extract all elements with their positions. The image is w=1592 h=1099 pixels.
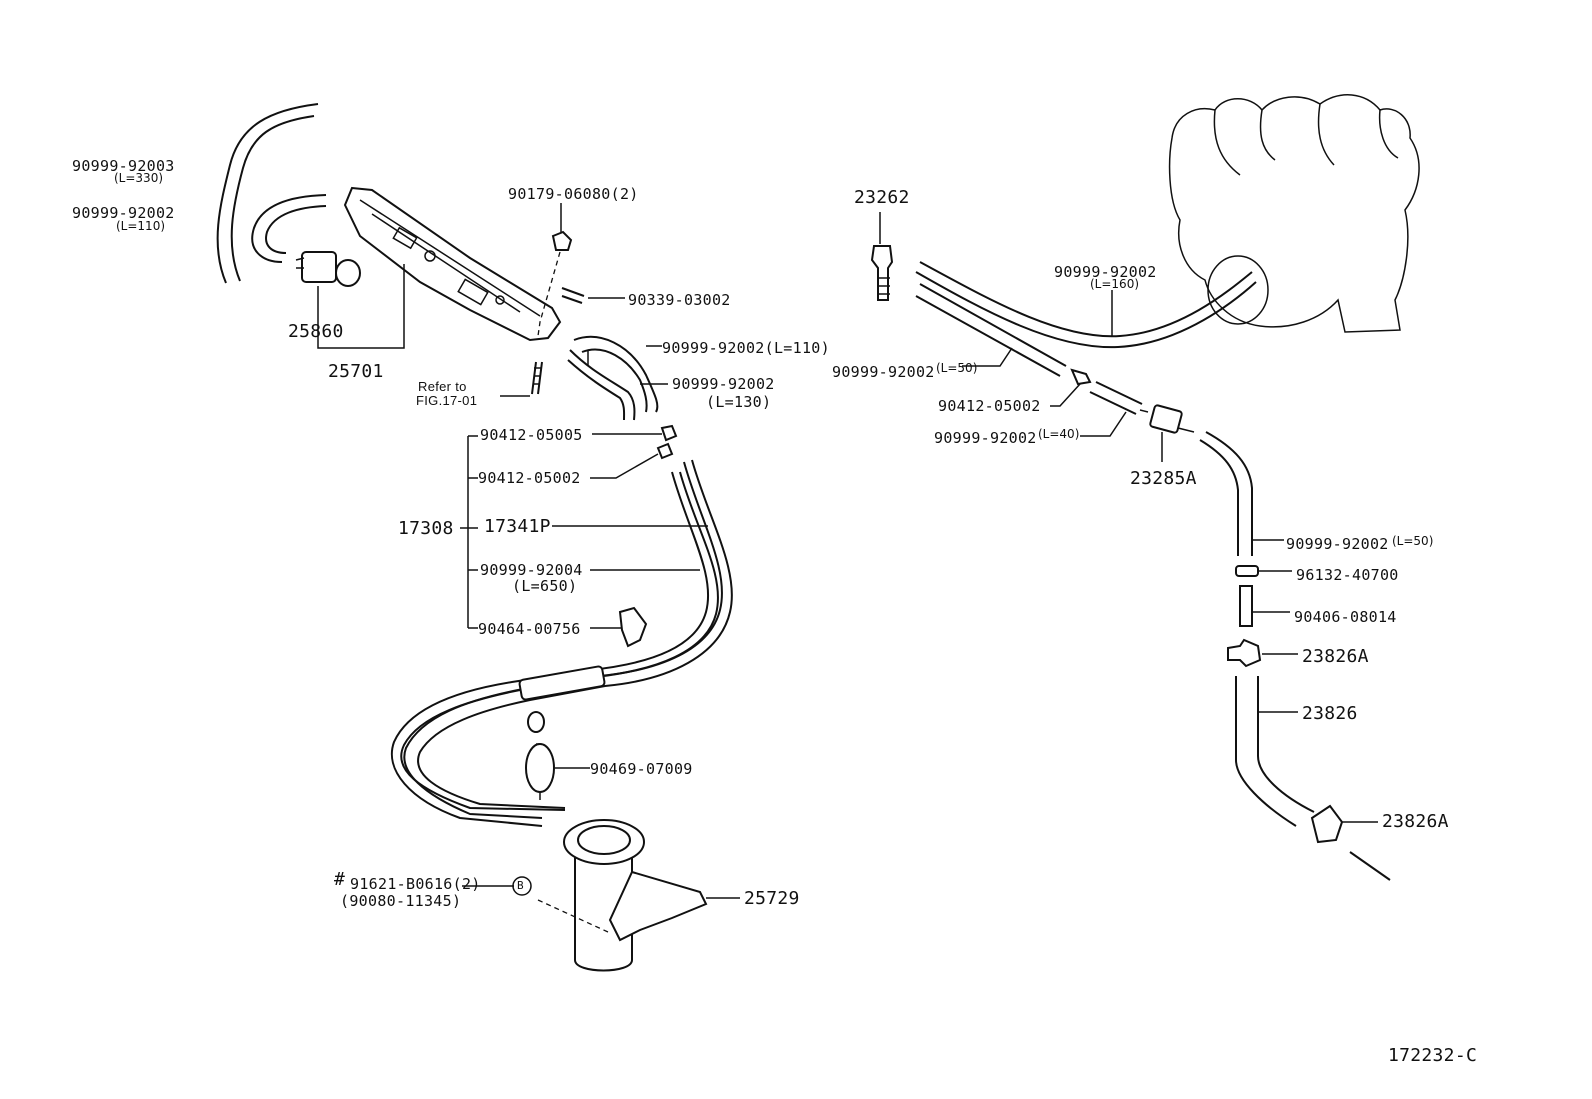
hose-90999-92002-l110 [251, 194, 327, 263]
label-refer-to: Refer to [418, 379, 467, 394]
hose-90999-92002-l40 [1080, 381, 1143, 437]
pipe-90406-08014 [1239, 585, 1290, 627]
clamp-90464-00756 [590, 606, 648, 648]
label-90339-03002: 90339-03002 [628, 291, 731, 309]
hose-90999-92002-l50 [915, 283, 1067, 377]
label-90999-92004-length: (L=650) [512, 577, 578, 595]
figure-code: 172232-C [1388, 1045, 1478, 1066]
label-90999-92002-f: 90999-92002 [934, 429, 1037, 447]
label-90999-92002-f-length: (L=40) [1038, 427, 1080, 441]
valve-23285A [1139, 404, 1195, 462]
label-23826A-bottom: 23826A [1382, 811, 1449, 832]
label-90080-11345: (90080-11345) [340, 892, 462, 910]
label-90999-92002-l110: 90999-92002(L=110) [662, 339, 830, 357]
label-hash-mark: # [334, 869, 346, 890]
canister-25729 [462, 819, 740, 972]
valve-96132-40700 [1235, 565, 1292, 577]
hose-90999-92004 [390, 459, 733, 827]
label-90999-92002-a-length: (L=110) [116, 219, 166, 233]
label-91621-B0616: 91621-B0616(2) [350, 875, 481, 893]
label-90464-00756: 90464-00756 [478, 620, 581, 638]
label-90179-06080: 90179-06080(2) [508, 185, 639, 203]
engine-outline [1168, 94, 1420, 333]
label-96132-40700: 96132-40700 [1296, 566, 1399, 584]
callout-b: B [517, 879, 524, 892]
label-90999-92002-d: 90999-92002 [1054, 263, 1157, 281]
label-17341P: 17341P [484, 516, 551, 537]
bracket-17308 [460, 435, 478, 629]
label-90999-92003: 90999-92003 [72, 157, 175, 175]
label-90469-07009: 90469-07009 [590, 760, 693, 778]
label-90999-92002-e: 90999-92002 [832, 363, 935, 381]
label-23826A-top: 23826A [1302, 646, 1369, 667]
hose-23826 [1235, 676, 1315, 827]
clips-90412 [590, 424, 678, 479]
label-90999-92003-length: (L=330) [114, 171, 164, 185]
hose-90999-92002-l50-b [1199, 431, 1284, 556]
label-90999-92002-d-length: (L=160) [1090, 277, 1140, 291]
label-90999-92002-e-length: (L=50) [936, 361, 978, 375]
label-23285A: 23285A [1130, 468, 1197, 489]
label-90999-92004: 90999-92004 [480, 561, 583, 579]
label-90412-05002-b: 90412-05002 [938, 397, 1041, 415]
label-23826: 23826 [1302, 703, 1358, 724]
clamp-23826A-top [1227, 638, 1298, 668]
label-25729: 25729 [744, 888, 800, 909]
label-90999-92002-a: 90999-92002 [72, 204, 175, 222]
label-90406-08014: 90406-08014 [1294, 608, 1397, 626]
connector-90412-05002 [1050, 368, 1092, 407]
hose-90999-92003 [216, 103, 319, 284]
label-23262: 23262 [854, 187, 910, 208]
stud-refer-fig [500, 361, 543, 397]
label-90999-92002-c: 90999-92002 [672, 375, 775, 393]
label-25860: 25860 [288, 321, 344, 342]
label-90999-92002-g-length: (L=50) [1392, 534, 1434, 548]
label-refer-fig: FIG.17-01 [416, 393, 478, 408]
leader-25701 [317, 264, 405, 349]
clamp-23826A-bottom [1310, 804, 1391, 881]
label-17308: 17308 [398, 518, 454, 539]
clamp-90469-07009 [525, 711, 590, 800]
vsv-25860 [295, 251, 361, 287]
fitting-23262 [870, 212, 894, 301]
bracket-25701 [343, 186, 562, 342]
hose-90999-92002-l160 [915, 261, 1257, 349]
nut-90179-06080 [537, 203, 573, 337]
label-90412-05002-a: 90412-05002 [478, 469, 581, 487]
label-90999-92002-c-length: (L=130) [706, 393, 772, 411]
label-90412-05005: 90412-05005 [480, 426, 583, 444]
hose-90339-03002 [561, 287, 625, 304]
label-90999-92002-g: 90999-92002 [1286, 535, 1389, 553]
label-25701: 25701 [328, 361, 384, 382]
hoses-middle [567, 335, 668, 421]
